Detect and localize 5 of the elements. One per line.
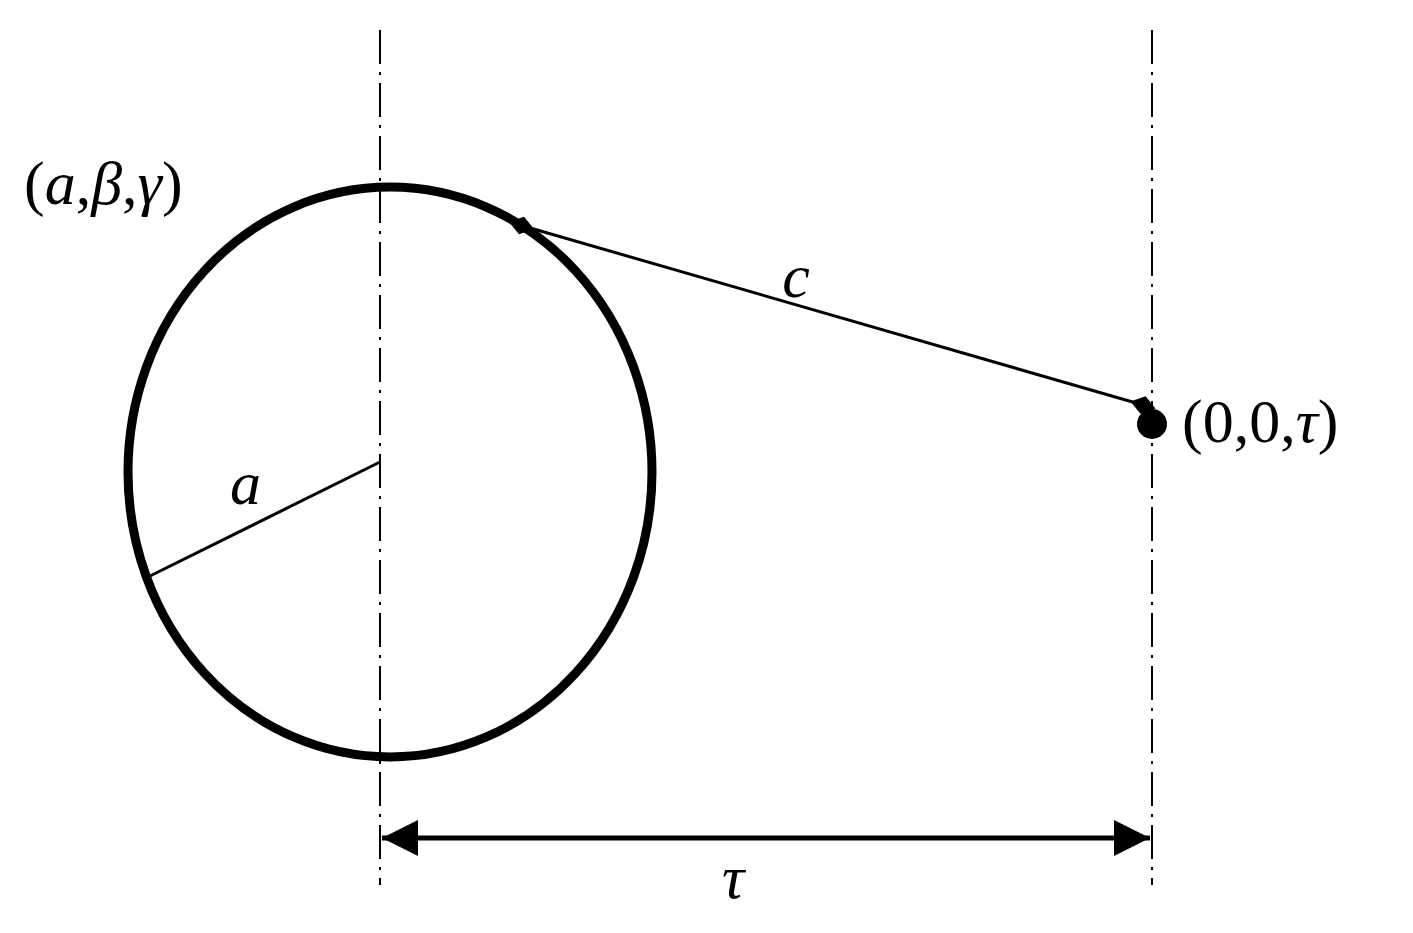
point-dot xyxy=(1137,409,1167,439)
radius-label: a xyxy=(230,452,261,514)
connector-line xyxy=(509,216,1156,414)
dimension-label: τ xyxy=(722,846,745,908)
edge-label: c xyxy=(782,245,810,308)
